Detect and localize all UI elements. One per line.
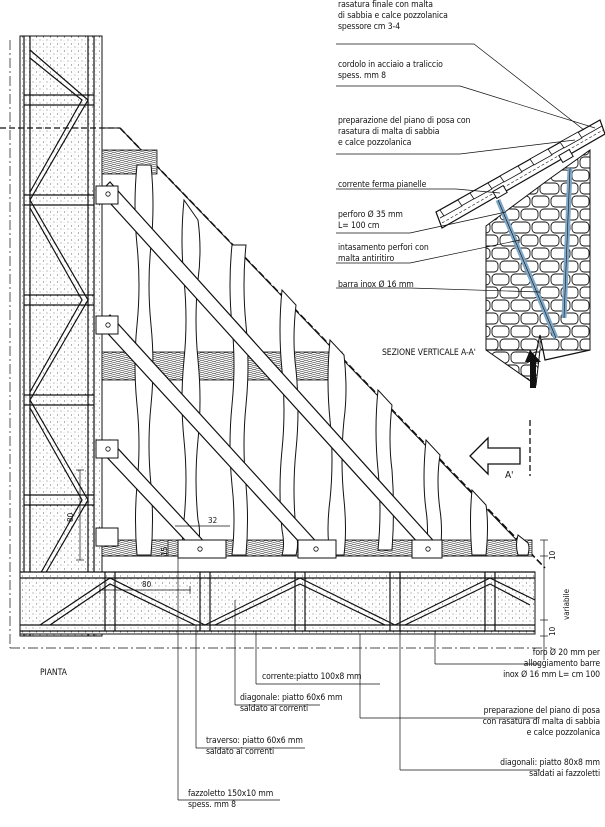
label-rasatura-line2: di sabbia e calce pozzolanica xyxy=(338,11,448,21)
label-preparazione-top-line3: e calce pozzolanica xyxy=(338,138,412,148)
dim-variabile: variabile xyxy=(562,588,571,620)
label-cordolo-line1: cordolo in acciaio a traliccio xyxy=(338,60,443,70)
break-line xyxy=(486,334,591,365)
label-preparazione-top-line2: rasatura di malta di sabbia xyxy=(338,127,440,137)
label-diagonale-line1: diagonale: piatto 60x6 mm xyxy=(240,693,343,703)
slab-triangle xyxy=(101,127,534,557)
roof-tiles xyxy=(439,131,583,217)
label-perforo-line1: perforo Ø 35 mm xyxy=(338,210,403,220)
dim-10-top: 10 xyxy=(548,550,557,560)
label-foro-line3: inox Ø 16 mm L= cm 100 xyxy=(503,670,600,680)
label-rasatura-line3: spessore cm 3-4 xyxy=(338,22,401,32)
label-preparazione-bottom-line2: con rasatura di malta di sabbia xyxy=(482,717,600,727)
label-intasamento-line2: malta antiritiro xyxy=(338,254,395,264)
dim-80-vertical: 80 xyxy=(66,512,75,522)
label-foro-line2: alloggiamento barre xyxy=(523,659,601,669)
section-arrow xyxy=(469,420,531,476)
dim-10-bottom: 10 xyxy=(548,626,557,636)
label-diagonali-line1: diagonali: piatto 80x8 mm xyxy=(500,758,600,768)
bottom-truss xyxy=(20,571,536,632)
label-diagonali-line2: saldati ai fazzoletti xyxy=(529,769,600,779)
label-sezione: SEZIONE VERTICALE A-A' xyxy=(382,348,476,358)
ridge-block-right xyxy=(558,148,574,164)
label-barra: barra inox Ø 16 mm xyxy=(338,280,414,290)
label-pianta: PIANTA xyxy=(40,668,67,678)
label-fazzoletto-line2: spess. mm 8 xyxy=(188,800,236,810)
section-leaders xyxy=(336,43,596,293)
plan-view xyxy=(0,35,552,801)
section-marker xyxy=(525,350,541,388)
dim-15: 15 xyxy=(160,546,169,556)
label-section-mark: A' xyxy=(505,470,514,481)
section-view xyxy=(336,43,605,388)
stone-wall xyxy=(485,149,591,386)
dimension-lines xyxy=(76,469,548,660)
dim-80-horizontal: 80 xyxy=(142,580,152,589)
bottom-concrete-band xyxy=(19,571,536,635)
label-preparazione-bottom-line1: preparazione del piano di posa xyxy=(483,706,600,716)
label-traverso-line2: saldato ai correnti xyxy=(206,747,275,757)
label-cordolo-line2: spess. mm 8 xyxy=(338,71,386,81)
label-foro-line1: foro Ø 20 mm per xyxy=(532,648,600,658)
label-diagonale-line2: saldato ai correnti xyxy=(240,704,309,714)
label-preparazione-top-line1: preparazione del piano di posa con xyxy=(338,116,471,126)
leader-lines xyxy=(177,548,540,801)
ridge-block-left xyxy=(492,184,508,200)
label-corrente-ferma: corrente ferma pianelle xyxy=(338,180,427,190)
label-traverso-line1: traverso: piatto 60x6 mm xyxy=(206,736,303,746)
label-intasamento-line1: intasamento perfori con xyxy=(338,243,429,253)
label-preparazione-bottom-line3: e calce pozzolanica xyxy=(526,728,600,738)
label-rasatura-line1: rasatura finale con malta xyxy=(338,0,433,10)
diagonal-plates xyxy=(99,181,441,557)
bar-holes xyxy=(105,191,431,552)
label-fazzoletto-line1: fazzoletto 150x10 mm xyxy=(188,789,274,799)
dim-32: 32 xyxy=(208,516,218,525)
label-perforo-line2: L= 100 cm xyxy=(338,221,380,231)
label-corrente: corrente:piatto 100x8 mm xyxy=(262,672,362,682)
